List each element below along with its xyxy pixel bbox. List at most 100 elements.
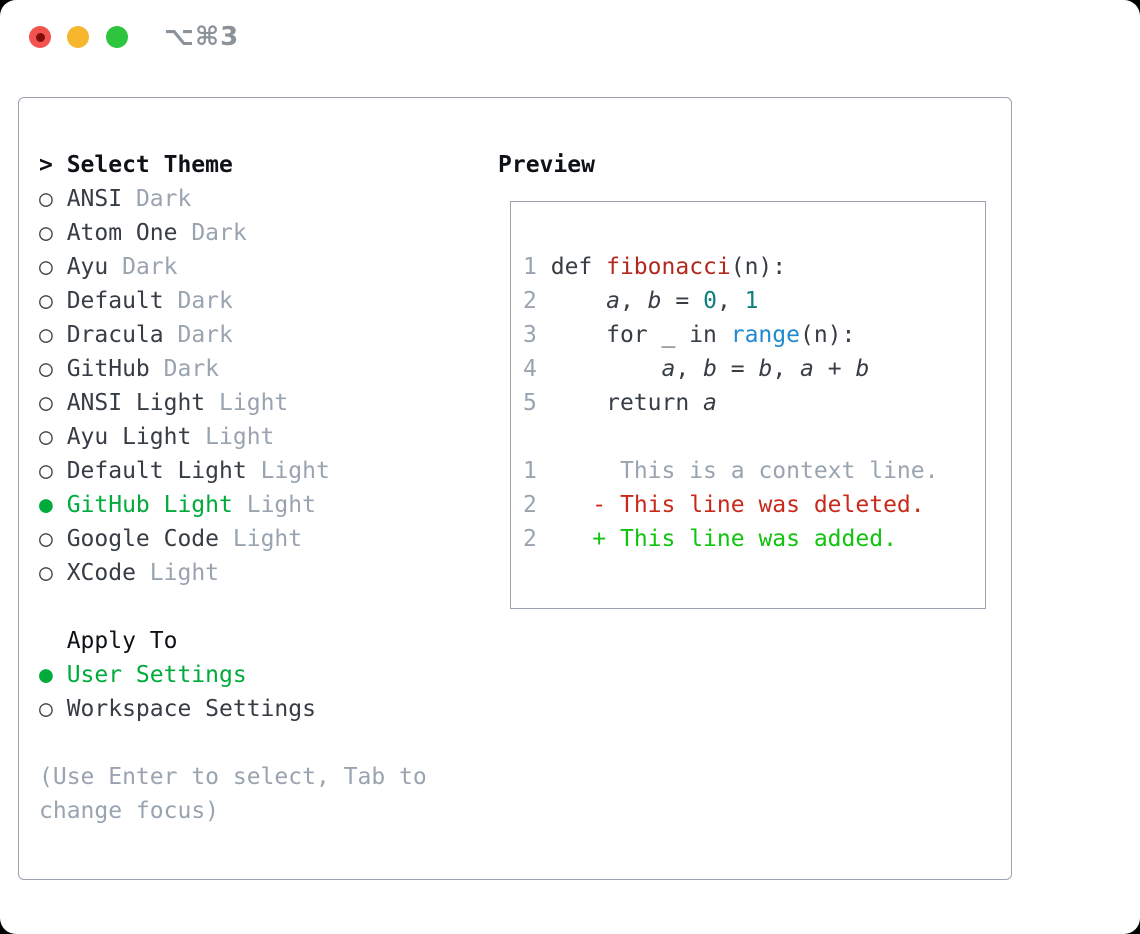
theme-variant-tag: Dark: [135, 186, 192, 212]
theme-column: >Select Theme ○ANSI Dark○Atom One Dark○A…: [39, 148, 489, 828]
radio-icon: ○: [39, 288, 53, 314]
line-number: 3: [523, 322, 537, 348]
code-token: for _ in: [550, 322, 731, 348]
theme-item[interactable]: ○Default Dark: [39, 284, 489, 318]
apply-option-label: User Settings: [66, 662, 247, 688]
theme-item[interactable]: ○Default Light Light: [39, 454, 489, 488]
radio-icon: ○: [39, 696, 53, 722]
radio-icon: ○: [39, 458, 53, 484]
main-panel: >Select Theme ○ANSI Dark○Atom One Dark○A…: [18, 97, 1012, 880]
hint-text-line-2: change focus): [39, 798, 220, 824]
theme-variant-tag: Light: [219, 390, 289, 416]
code-token: fibonacci: [606, 254, 731, 280]
code-token: range: [730, 322, 800, 348]
radio-icon: ○: [39, 186, 53, 212]
theme-variant-tag: Light: [232, 526, 303, 552]
radio-icon: ○: [39, 560, 53, 586]
code-line: 4 a, b = b, a + b: [523, 352, 938, 386]
radio-icon: ○: [39, 356, 53, 382]
theme-variant-tag: Light: [205, 424, 275, 450]
theme-variant-tag: Dark: [122, 254, 178, 280]
code-token: a: [606, 288, 620, 314]
theme-item[interactable]: ○GitHub Dark: [39, 352, 489, 386]
theme-item[interactable]: ○ ANSI Dark: [39, 182, 489, 216]
theme-item[interactable]: ○ Google Code Light: [39, 522, 489, 556]
line-number: 2: [523, 288, 537, 314]
theme-list: ○ANSI Dark○Atom One Dark○Ayu Dark○Defaul…: [39, 182, 489, 590]
code-line: 2 a, b = 0, 1: [523, 284, 938, 318]
theme-item[interactable]: ○Atom One Dark: [39, 216, 489, 250]
code-token: a: [800, 356, 814, 382]
diff-text: This line was added.: [619, 526, 897, 552]
code-token: ,: [619, 288, 648, 314]
code-token: a: [661, 356, 676, 382]
code-token: [551, 288, 606, 314]
code-token: def: [550, 254, 607, 280]
theme-variant-tag: Dark: [163, 356, 220, 382]
code-line: 3 for _ in range(n):: [523, 318, 938, 352]
radio-icon: ○: [39, 322, 53, 348]
apply-option-label: Workspace Settings: [66, 696, 316, 722]
code-token: ,: [772, 356, 801, 382]
diff-line-deleted: 2 - This line was deleted.: [523, 488, 938, 522]
title-bar: ⌥⌘3: [0, 0, 1140, 75]
radio-selected-icon: ●: [39, 662, 53, 688]
theme-item[interactable]: ○Dracula Dark: [39, 318, 489, 352]
code-line: 5 return a: [523, 386, 938, 420]
minus-icon: -: [592, 492, 607, 518]
theme-variant-tag: Light: [149, 560, 220, 586]
theme-name: ANSI: [66, 186, 123, 212]
zoom-button[interactable]: [106, 26, 128, 48]
code-token: 0: [703, 288, 717, 314]
theme-name: Atom One: [66, 220, 178, 246]
code-token: ,: [675, 356, 704, 382]
code-line: 1 def fibonacci(n):: [523, 250, 938, 284]
code-token: b: [647, 288, 662, 314]
code-token: return: [550, 390, 704, 416]
theme-name: Dracula: [66, 322, 164, 348]
code-token: b: [758, 356, 773, 382]
theme-name: Ayu Light: [66, 424, 192, 450]
apply-to-option[interactable]: ○ Workspace Settings: [39, 692, 489, 726]
radio-icon: ○: [39, 254, 53, 280]
code-token: +: [813, 356, 856, 382]
line-number: 1: [523, 254, 537, 280]
apply-to-header: Apply To: [66, 628, 178, 654]
spacer: [523, 420, 938, 454]
theme-item[interactable]: ○ANSI Light Light: [39, 386, 489, 420]
code-token: (n):: [799, 322, 856, 348]
apply-to-option[interactable]: ● User Settings: [39, 658, 489, 692]
code-token: ,: [716, 288, 745, 314]
diff-line-context: 1 This is a context line.: [523, 454, 938, 488]
code-token: 1: [744, 288, 759, 314]
theme-variant-tag: Dark: [177, 288, 233, 314]
theme-variant-tag: Dark: [191, 220, 247, 246]
radio-selected-icon: ●: [39, 492, 53, 518]
preview-header: Preview: [498, 152, 595, 178]
diff-text: This is a context line.: [619, 458, 939, 484]
diff-prefix: [592, 458, 606, 484]
hint-text-line-1: (Use Enter to select, Tab to: [39, 764, 427, 790]
theme-name: Ayu: [66, 254, 109, 280]
code-token: a: [703, 390, 717, 416]
theme-name: ANSI Light: [66, 390, 206, 416]
theme-name: Default Light: [66, 458, 247, 484]
spacer: [39, 726, 489, 760]
code-token: (n):: [730, 254, 787, 280]
diff-line-added: 2 + This line was added.: [523, 522, 938, 556]
close-button[interactable]: [29, 26, 51, 48]
radio-icon: ○: [39, 526, 53, 552]
theme-item[interactable]: ●GitHub Light Light: [39, 488, 489, 522]
theme-name: Google Code: [66, 526, 220, 552]
code-token: =: [661, 288, 704, 314]
select-theme-title: Select Theme: [66, 152, 233, 178]
code-token: b: [703, 356, 717, 382]
theme-name: XCode: [66, 560, 136, 586]
theme-item[interactable]: ○ XCode Light: [39, 556, 489, 590]
code-token: =: [716, 356, 759, 382]
theme-item[interactable]: ○ Ayu Dark: [39, 250, 489, 284]
theme-item[interactable]: ○Ayu Light Light: [39, 420, 489, 454]
minimize-button[interactable]: [67, 26, 89, 48]
